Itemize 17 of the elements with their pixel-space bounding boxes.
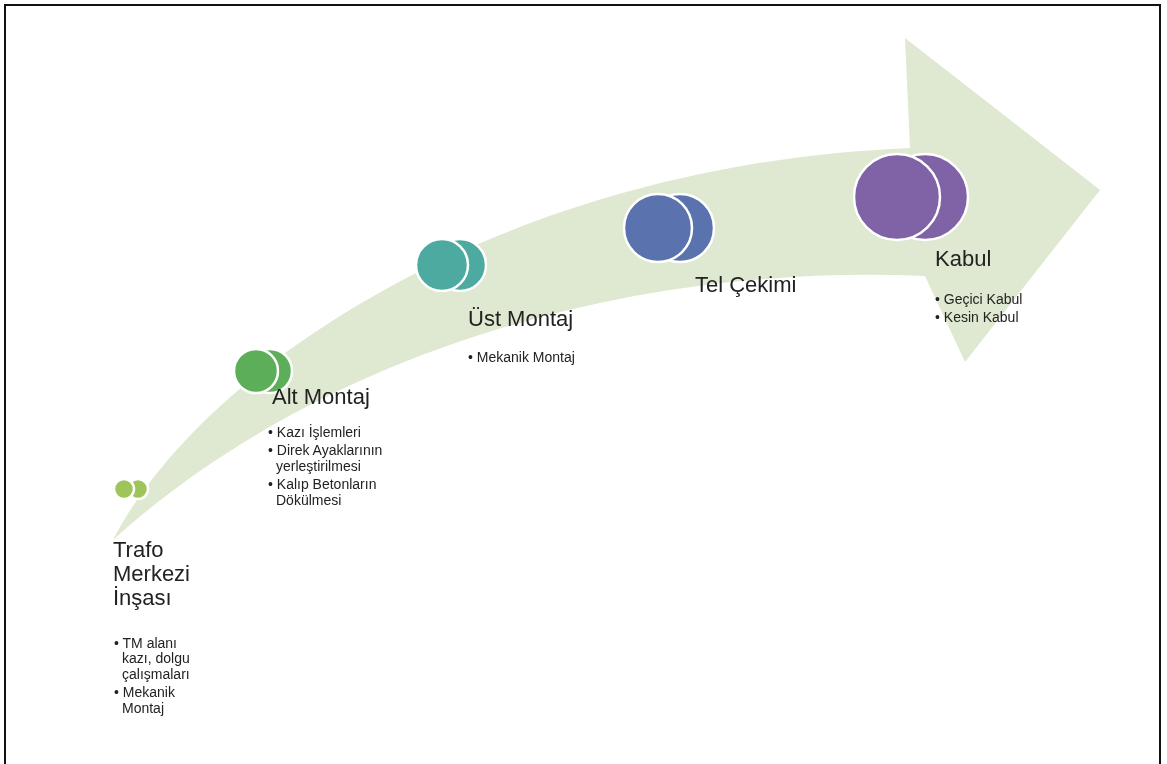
bullet-item: • Kazı İşlemleri	[268, 425, 362, 441]
bullet-item: • Direk Ayaklarının yerleştirilmesi	[268, 443, 384, 475]
disc-marker	[112, 477, 150, 501]
stage-heading: Alt Montaj	[272, 385, 370, 410]
bullet-item: • Kalıp Betonların Dökülmesi	[268, 477, 378, 508]
disc-marker	[852, 152, 970, 242]
stage-heading: Trafo Merkezi İnşası	[113, 538, 191, 611]
bullet-item: • Geçici Kabul	[935, 292, 1024, 308]
stage-heading: Üst Montaj	[468, 307, 574, 332]
bullet-item: • Mekanik Montaj	[468, 350, 576, 366]
stage-heading: Tel Çekimi	[695, 273, 797, 298]
bullet-item: • Mekanik Montaj	[114, 685, 176, 716]
bullet-item: • TM alanı kazı, dolgu çalışmaları	[114, 636, 191, 683]
disc-marker	[414, 237, 488, 293]
stage-heading: Kabul	[935, 247, 992, 272]
disc-marker	[622, 192, 716, 264]
bullet-item: • Kesin Kabul	[935, 310, 1020, 326]
